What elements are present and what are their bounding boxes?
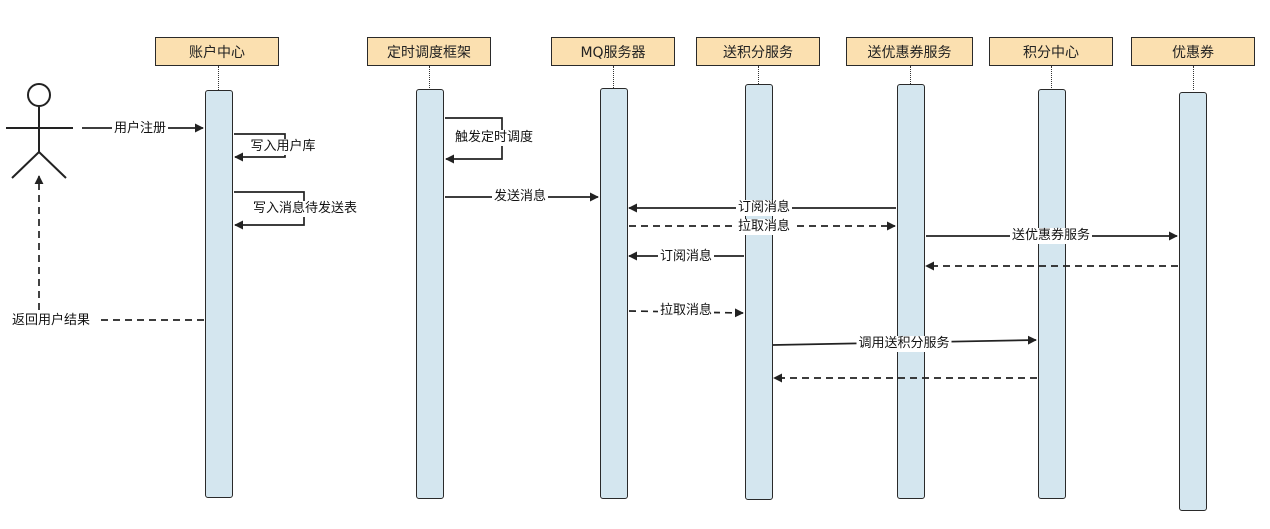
label-write-user-db: 写入用户库 [248, 139, 318, 155]
user-actor-icon [6, 83, 73, 179]
activation-mq-server [600, 88, 628, 499]
activation-scheduler [416, 89, 444, 499]
participant-account-center: 账户中心 [155, 37, 279, 66]
label-subscribe-1: 订阅消息 [735, 200, 793, 216]
participant-points-center: 积分中心 [989, 37, 1113, 66]
lifeline-points-center [1051, 66, 1052, 90]
activation-points-center [1038, 89, 1066, 499]
lifeline-points-service [758, 66, 759, 90]
label-pull-2: 拉取消息 [657, 303, 715, 319]
lifeline-coupon-service [910, 66, 911, 90]
activation-coupon [1179, 92, 1207, 511]
participant-mq-server: MQ服务器 [551, 37, 675, 66]
label-trigger-schedule: 触发定时调度 [452, 130, 536, 146]
label-send-coupon: 送优惠券服务 [1009, 228, 1093, 244]
label-subscribe-2: 订阅消息 [657, 249, 715, 265]
label-user-register: 用户注册 [111, 121, 169, 137]
lifeline-account-center [218, 66, 219, 90]
participant-coupon: 优惠券 [1131, 37, 1255, 66]
label-call-points: 调用送积分服务 [856, 336, 952, 352]
activation-account-center [205, 90, 233, 498]
label-write-msg-table: 写入消息待发送表 [250, 201, 360, 217]
label-return-result: 返回用户结果 [10, 313, 93, 329]
participant-scheduler: 定时调度框架 [367, 37, 491, 66]
participant-points-service: 送积分服务 [696, 37, 820, 66]
activation-coupon-service [897, 84, 925, 499]
lifeline-mq-server [613, 66, 614, 90]
lifeline-scheduler [429, 66, 430, 90]
participant-coupon-service: 送优惠券服务 [846, 37, 973, 66]
activation-points-service [745, 84, 773, 500]
label-send-message: 发送消息 [491, 189, 549, 205]
label-pull-1: 拉取消息 [735, 219, 793, 235]
lifeline-coupon [1193, 66, 1194, 90]
